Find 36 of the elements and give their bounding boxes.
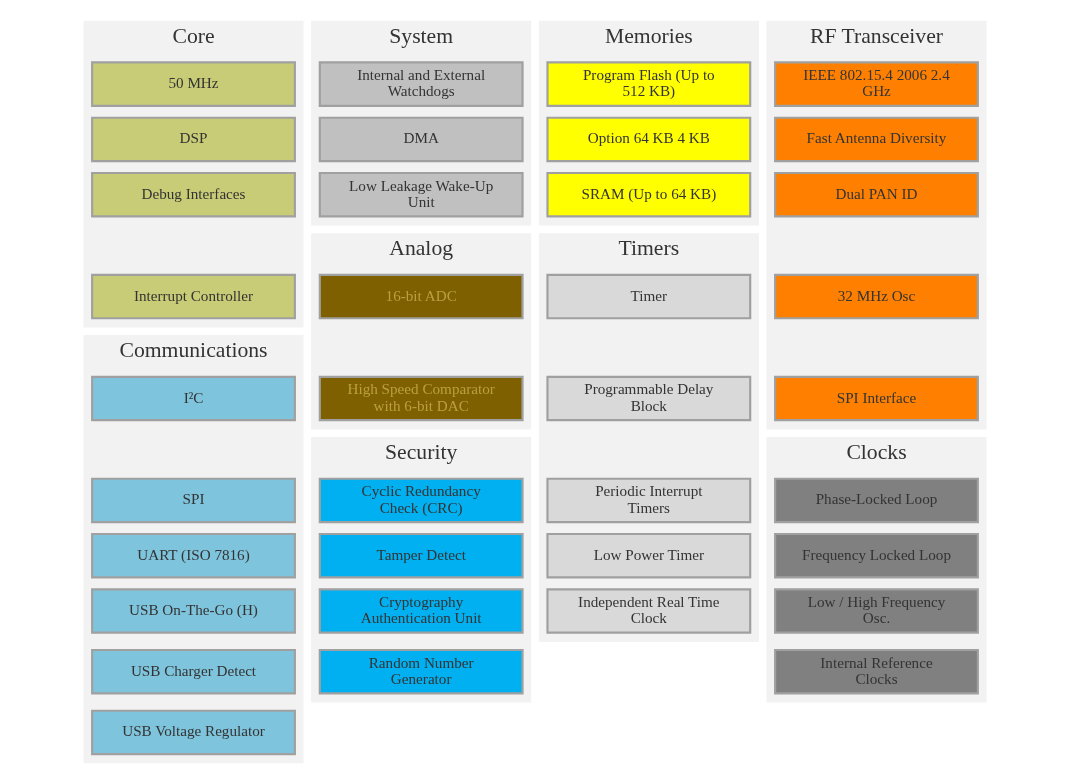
node-box: DMA	[318, 116, 524, 163]
node-box: Independent Real Time Clock	[545, 588, 751, 634]
node-box: Dual PAN ID	[773, 171, 979, 218]
node-box: 32 MHz Osc	[773, 273, 979, 320]
node-box: USB On-The-Go (H)	[90, 588, 296, 634]
node-box: Periodic Interrupt Timers	[545, 477, 751, 524]
node-box: 16-bit ADC	[318, 273, 524, 320]
node-box: Cryptography Authentication Unit	[318, 588, 524, 634]
node-box: Internal and External Watchdogs	[318, 61, 524, 107]
node-box: USB Voltage Regulator	[90, 709, 296, 756]
node-box: 50 MHz	[90, 61, 296, 107]
node-box: SPI	[90, 477, 296, 524]
node-box: Frequency Locked Loop	[773, 532, 979, 579]
node-box: Interrupt Controller	[90, 273, 296, 320]
node-box: High Speed Comparator with 6-bit DAC	[318, 375, 524, 422]
node-box: DSP	[90, 116, 296, 163]
node-box: USB Charger Detect	[90, 648, 296, 695]
node-box: Phase-Locked Loop	[773, 477, 979, 524]
node-box: Programmable Delay Block	[545, 375, 751, 422]
node-box: I²C	[90, 375, 296, 422]
node-box: Random Number Generator	[318, 648, 524, 695]
node-box: SPI Interface	[773, 375, 979, 422]
node-box: Cyclic Redundancy Check (CRC)	[318, 477, 524, 524]
node-box: Low / High Frequency Osc.	[773, 588, 979, 634]
node-box: UART (ISO 7816)	[90, 532, 296, 579]
node-box: Fast Antenna Diversity	[773, 116, 979, 163]
node-box: Internal Reference Clocks	[773, 648, 979, 695]
node-box: SRAM (Up to 64 KB)	[545, 171, 751, 218]
node-box: Low Leakage Wake-Up Unit	[318, 171, 524, 218]
node-box: Timer	[545, 273, 751, 320]
node-box: Debug Interfaces	[90, 171, 296, 218]
node-box: Tamper Detect	[318, 532, 524, 579]
node-box: IEEE 802.15.4 2006 2.4 GHz	[773, 61, 979, 107]
node-box: Program Flash (Up to 512 KB)	[545, 61, 751, 107]
node-box: Low Power Timer	[545, 532, 751, 579]
node-box: Option 64 KB 4 KB	[545, 116, 751, 163]
